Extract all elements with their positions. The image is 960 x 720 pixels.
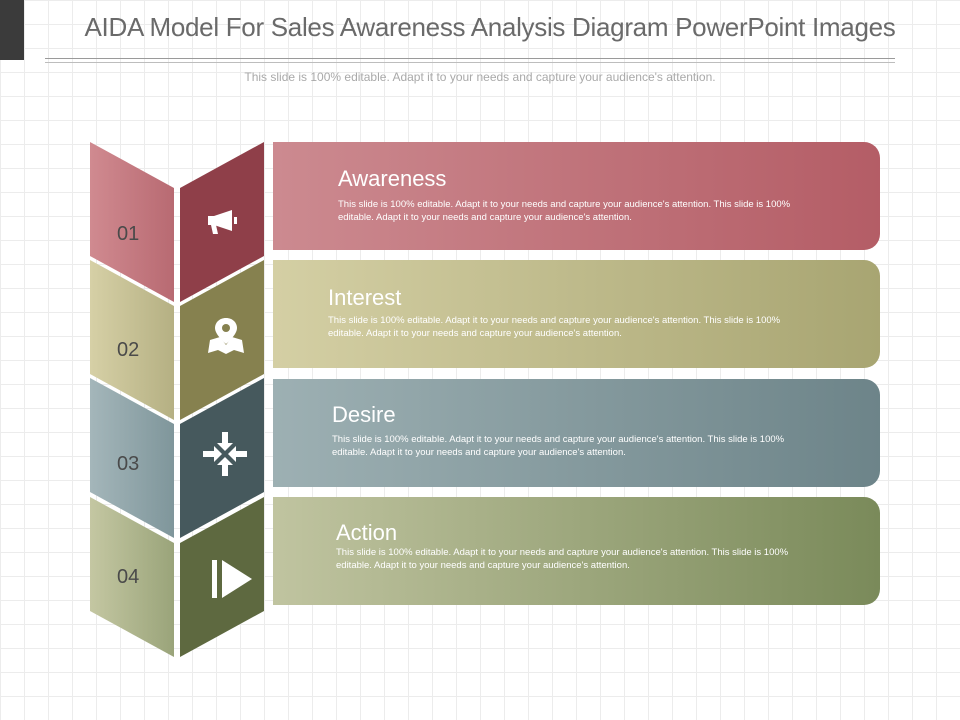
stage-2-bar: Interest This slide is 100% editable. Ad… [273, 260, 880, 368]
title-divider-secondary [45, 62, 895, 63]
stage-1-title: Awareness [338, 166, 447, 191]
stage-3-title: Desire [332, 402, 396, 427]
corner-accent [0, 0, 24, 60]
play-icon [212, 560, 252, 598]
arrows-inward-icon [203, 432, 247, 476]
stage-4-left-panel [90, 497, 174, 657]
stage-4-title: Action [336, 520, 398, 545]
stage-2-number: 02 [117, 339, 139, 361]
title-divider [45, 58, 895, 59]
stage-1-number: 01 [117, 223, 139, 245]
stage-3-description: This slide is 100% editable. Adapt it to… [332, 434, 785, 458]
stage-3-right-panel [180, 378, 264, 538]
stage-4-bar: Action This slide is 100% editable. Adap… [273, 497, 880, 605]
stage-1-chevron: 01 [90, 142, 264, 302]
stage-4-description: This slide is 100% editable. Adapt it to… [336, 547, 789, 571]
stage-3-number: 03 [117, 453, 139, 475]
map-pin-icon [208, 318, 244, 354]
stage-3-chevron: 03 [90, 378, 264, 538]
stage-2-chevron: 02 [90, 260, 264, 420]
page-subtitle: This slide is 100% editable. Adapt it to… [244, 70, 716, 84]
stage-1-description: This slide is 100% editable. Adapt it to… [338, 199, 791, 223]
megaphone-icon [208, 210, 237, 234]
stage-4-chevron: 04 [90, 497, 264, 657]
stage-3-left-panel [90, 378, 174, 538]
stage-1-left-panel [90, 142, 174, 302]
stage-2-title: Interest [328, 285, 402, 310]
stage-1-bar: Awareness This slide is 100% editable. A… [273, 142, 880, 250]
stage-2-left-panel [90, 260, 174, 420]
stage-2-description: This slide is 100% editable. Adapt it to… [328, 315, 781, 339]
stage-3-bar: Desire This slide is 100% editable. Adap… [273, 379, 880, 487]
page-title: AIDA Model For Sales Awareness Analysis … [84, 12, 896, 42]
stage-4-number: 04 [117, 566, 139, 588]
